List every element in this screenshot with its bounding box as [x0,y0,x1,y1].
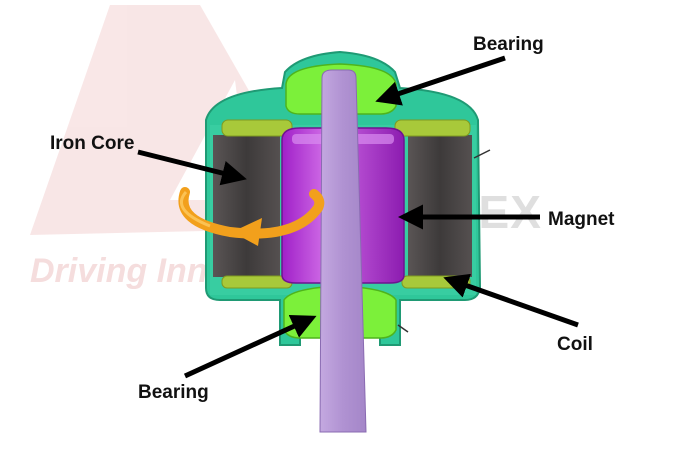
rotation-arrow-icon [178,187,325,246]
label-bearing-top: Bearing [473,34,544,55]
iron-core-left [213,135,280,277]
arrow-bearing-top [375,55,506,106]
shaft [319,69,367,433]
label-bearing-bottom: Bearing [138,382,209,403]
label-coil: Coil [557,334,593,355]
arrow-iron-core [137,149,247,186]
arrow-coil [443,273,579,328]
label-iron-core: Iron Core [50,133,134,154]
label-magnet: Magnet [548,209,615,230]
callout-arrows [137,55,579,379]
iron-core-right [408,135,472,277]
arrow-bearing-bottom [183,314,317,379]
